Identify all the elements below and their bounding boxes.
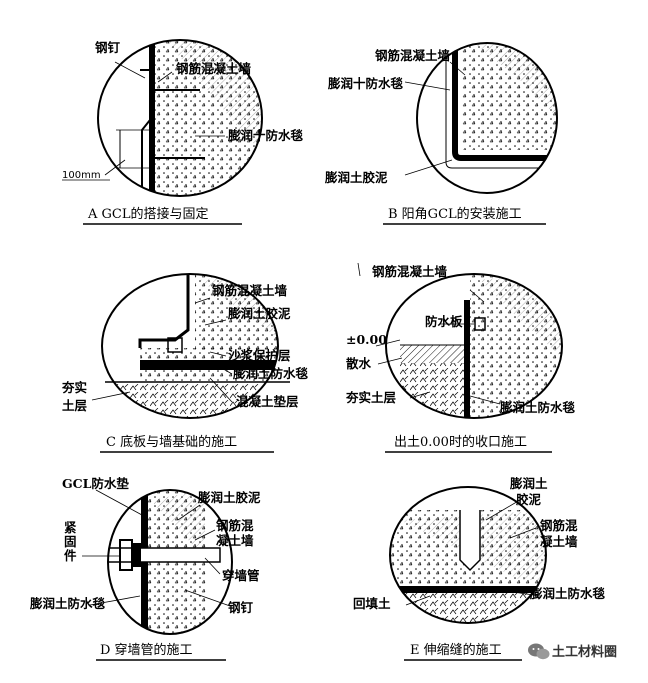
label-blanket-d: 膨润土防水毯 [499,400,576,415]
blanket-layer-d [464,300,470,418]
blanket-layer-a [149,40,155,196]
label-blanket-e: 膨润土防水毯 [29,596,106,611]
label-fastener-e-3: 件 [64,548,77,563]
cushion-layer-c [140,370,278,382]
label-wall-c: 钢筋混凝土墙 [212,283,288,298]
label-paste-b: 膨润土胶泥 [324,170,388,185]
label-soil-c-line1: 夯实 [61,380,87,395]
label-wall-f-line2: 凝土墙 [540,534,578,549]
watermark-text: 土工材料圈 [552,644,617,660]
label-nail-a: 钢钉 [95,40,121,55]
panel-e: GCL防水垫 膨润土胶泥 紧 固 件 钢筋混 凝土墙 穿墙管 膨润土防水毯 钢钉… [29,476,261,661]
label-wall-e-line2: 凝土墙 [216,533,254,548]
detail-circle-a [97,39,263,197]
panel-f: 膨润土 胶泥 钢筋混 凝土墙 回填土 膨润土防水毯 E 伸缩缝的施工 [353,476,606,661]
caption-f: E 伸缩缝的施工 [410,642,502,658]
mortar-layer-c [140,348,278,360]
label-fastener-e-2: 固 [64,534,77,549]
caption-d: 出土0.00时的收口施工 [394,434,527,450]
watermark: 土工材料圈 [528,643,617,660]
panel-c: 钢筋混凝土墙 膨润土胶泥 沙浆保护层 膨润土防水毯 混凝土垫层 夯实 土层 C … [61,273,309,453]
label-cushion-c: 混凝土垫层 [236,394,299,409]
blanket-layer-f [390,586,546,593]
label-dim-a: 100mm [62,170,101,181]
label-wall-f-line1: 钢筋混 [540,518,578,533]
panel-a: 钢钉 钢筋混凝土墙 膨润十防水毯 100mm A GCL的搭接与固定 [62,39,304,225]
label-blanket-a: 膨润十防水毯 [227,128,304,143]
blanket-layer-c [140,360,278,370]
label-fastener-e-1: 紧 [64,520,77,535]
label-paste-e: 膨润土胶泥 [197,490,261,505]
label-gcl-e: GCL防水垫 [62,476,129,491]
label-blanket-b: 膨润十防水毯 [327,76,404,91]
wechat-icon [528,643,550,660]
label-blanket-f: 膨润土防水毯 [529,586,606,601]
label-mortar-c: 沙浆保护层 [228,348,291,363]
apron-d [400,345,465,363]
detail-circle-c [101,273,279,419]
label-apron-d: 散水 [346,356,372,371]
label-paste-c: 膨润土胶泥 [227,306,291,321]
label-wall-b: 钢筋混凝土墙 [375,48,451,63]
detail-circle-d [385,273,563,419]
label-board-d: 防水板 [425,314,463,329]
label-wall-d: 钢筋混凝土墙 [372,264,448,279]
pipe-e [108,547,221,563]
label-paste-f-line2: 胶泥 [516,492,542,507]
label-soil-d: 夯实土层 [345,390,397,405]
caption-b: B 阳角GCL的安装施工 [388,206,522,222]
caption-a: A GCL的搭接与固定 [87,206,209,222]
detail-circle-b [416,42,558,194]
label-pipe-e: 穿墙管 [222,568,260,583]
soil-d [400,363,465,418]
detail-circle-f [389,486,547,624]
panel-b: 钢筋混凝土墙 膨润十防水毯 膨润土胶泥 B 阳角GCL的安装施工 [324,42,558,225]
panel-d: 钢筋混凝土墙 防水板 ±0.00 散水 夯实土层 膨润土防水毯 出土0.00时的… [345,262,576,453]
label-level-d: ±0.00 [346,332,387,347]
backfill-f [390,593,546,623]
label-backfill-f: 回填土 [353,596,391,611]
label-wall-e-line1: 钢筋混 [216,518,254,533]
label-paste-f-line1: 膨润土 [509,476,548,491]
blanket-layer-e [141,490,148,634]
blanket-layer-b [452,43,557,161]
label-nail-e: 钢钉 [228,600,254,615]
caption-c: C 底板与墙基础的施工 [106,434,237,450]
label-soil-c-line2: 土层 [62,398,88,413]
label-blanket-c: 膨润土防水毯 [232,366,309,381]
label-wall-a: 钢筋混凝土墙 [176,61,252,76]
detail-circle-e [107,489,233,635]
caption-e: D 穿墙管的施工 [100,642,193,658]
